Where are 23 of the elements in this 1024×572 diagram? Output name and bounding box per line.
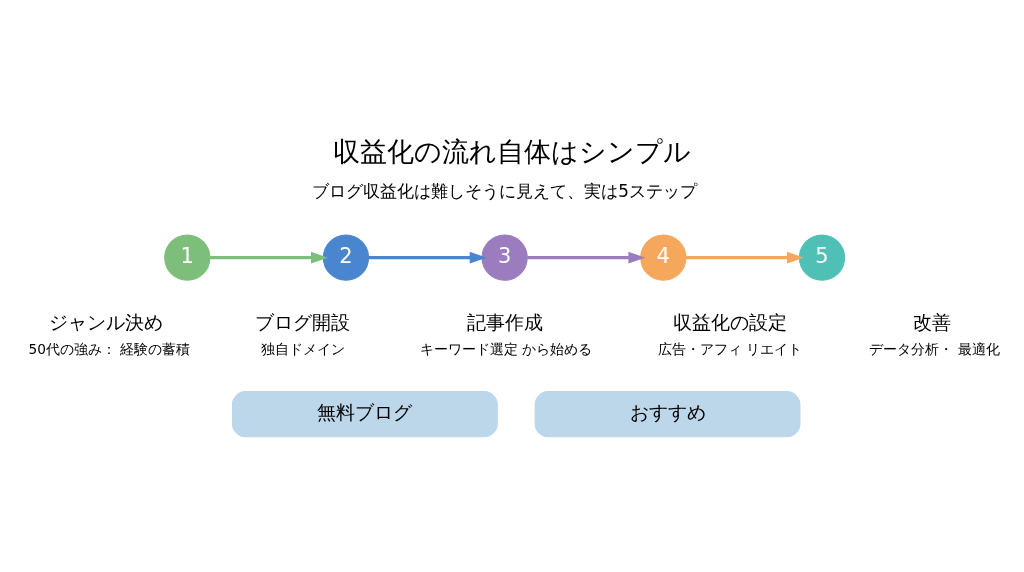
node-label: 独自ドメイン (261, 341, 346, 358)
node-circle: 3 (481, 234, 528, 281)
node-circle: 1 (164, 234, 211, 281)
node-circle: 2 (322, 234, 370, 281)
arrow (527, 251, 646, 264)
arrow (368, 251, 487, 264)
diagram-title: 収益化の流れ自体はシンプル (333, 136, 691, 168)
node-label: ジャンル決め (49, 311, 164, 333)
node-circle: 5 (798, 234, 846, 281)
node-label: 50代の強み： 経験の蓄積 (28, 341, 191, 358)
node-label: 記事作成 (466, 311, 543, 333)
node-label: 広告・アフィ リエイト (658, 341, 803, 358)
label: ブログ収益化は難しそうに見えて、実は5ステップ (312, 180, 697, 201)
node-label: 改善 (913, 311, 952, 333)
node-circle: 4 (640, 234, 687, 281)
node-label: キーワード選定 から始める (419, 341, 592, 358)
node-box: 無料ブログ (231, 391, 498, 438)
node-label: データ分析・ 最適化 (869, 341, 1000, 358)
arrow (685, 251, 804, 264)
node-label: 収益化の設定 (672, 311, 787, 333)
node-box: おすすめ (534, 391, 801, 438)
arrow (209, 251, 328, 264)
node-label: ブログ開設 (254, 311, 350, 333)
